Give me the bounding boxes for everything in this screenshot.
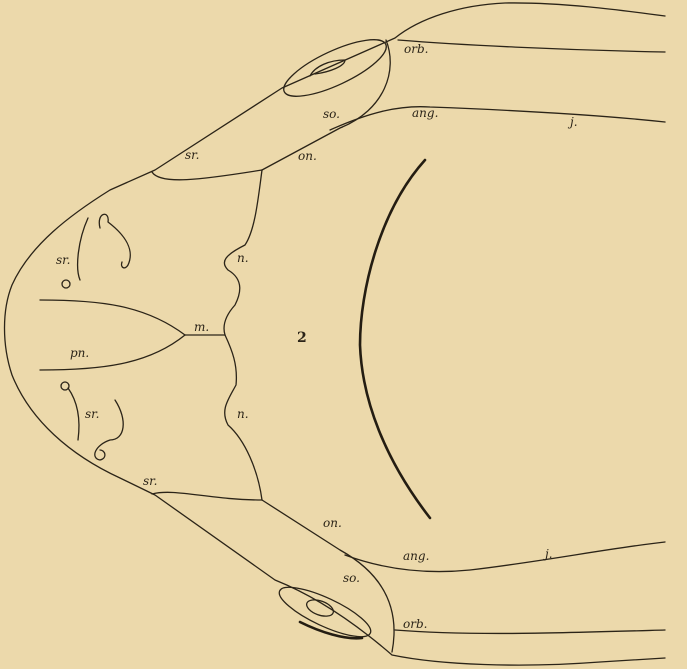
label-sr-bottom: sr. — [143, 474, 157, 488]
label-orb-bottom: orb. — [403, 617, 427, 631]
upper-orbit — [277, 29, 393, 107]
dark-arc — [360, 160, 430, 518]
label-on-top: on. — [298, 149, 317, 163]
upper-sr-plate — [78, 218, 88, 280]
upper-orbital-line — [398, 40, 665, 52]
label-sr-top: sr. — [185, 148, 199, 162]
lower-orbit-inner — [304, 597, 335, 620]
head-outline — [5, 3, 666, 665]
lower-orbital-line — [395, 630, 665, 633]
label-ang-bottom: ang. — [403, 549, 429, 563]
upper-so-boundary — [262, 40, 390, 170]
pn-upper-line — [40, 300, 185, 335]
label-on-bottom: on. — [323, 516, 342, 530]
label-n-top: n. — [237, 251, 249, 265]
label-pn: pn. — [70, 346, 89, 360]
label-so-bottom: so. — [343, 571, 360, 585]
upper-angular-line — [330, 107, 665, 130]
label-j-top: j. — [567, 115, 578, 129]
label-so-top: so. — [323, 107, 340, 121]
label-j-bottom: j. — [542, 547, 553, 561]
figure-number: 2 — [297, 330, 307, 346]
label-m: m. — [194, 320, 209, 334]
label-n-bottom: n. — [237, 407, 249, 421]
label-orb-top: orb. — [404, 42, 428, 56]
lower-sr-pore — [61, 382, 69, 390]
lower-sr-plate — [68, 388, 79, 440]
label-sr-left-top: sr. — [56, 253, 70, 267]
upper-sr-hook — [99, 214, 130, 268]
lower-angular-line — [345, 542, 665, 572]
label-ang-top: ang. — [412, 106, 438, 120]
lower-sr-boundary — [152, 492, 262, 500]
label-sr-left-bottom: sr. — [85, 407, 99, 421]
upper-sr-boundary — [152, 170, 262, 180]
upper-sr-pore — [62, 280, 70, 288]
pn-lower-line — [40, 335, 185, 370]
lower-orbit — [274, 578, 376, 646]
